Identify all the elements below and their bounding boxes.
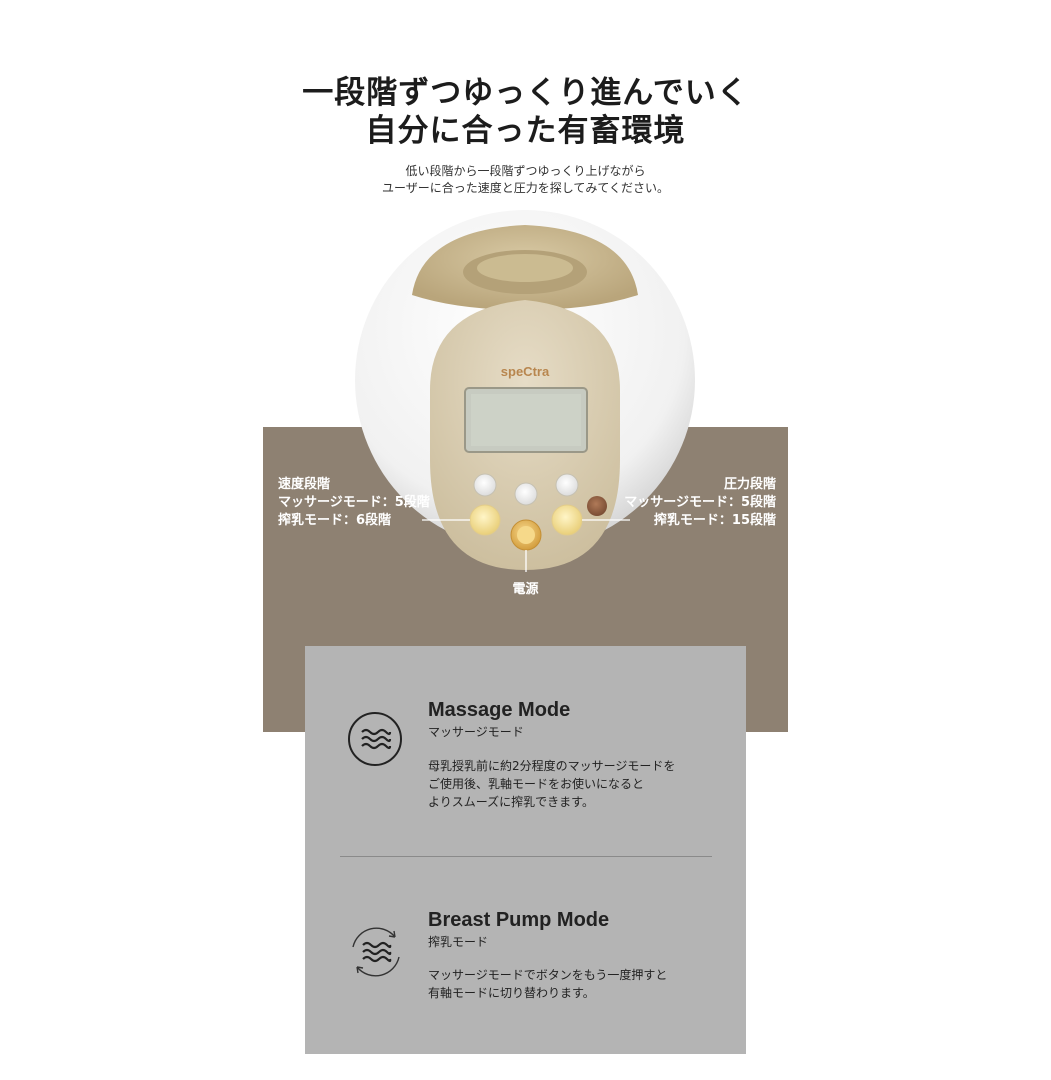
massage-mode-description: 母乳授乳前に約2分程度のマッサージモードを ご使用後、乳軸モードをお使いになると… bbox=[428, 757, 675, 811]
pressure-level-massage: マッサージモード：5段階 bbox=[624, 495, 776, 510]
pump-mode-description: マッサージモードでボタンをもう一度押すと 有軸モードに切り替わります。 bbox=[428, 966, 667, 1002]
speed-level-label: 速度段階 マッサージモード：5段階 搾乳モード：6段階 bbox=[278, 476, 430, 530]
speed-level-massage: マッサージモード：5段階 bbox=[278, 495, 430, 510]
pump-desc-line-1: マッサージモードでボタンをもう一度押すと bbox=[428, 968, 668, 982]
massage-desc-line-2: ご使用後、乳軸モードをお使いになると bbox=[428, 777, 645, 791]
white-button-center bbox=[514, 482, 538, 506]
white-button-left bbox=[473, 473, 497, 497]
white-button-right bbox=[555, 473, 579, 497]
power-label: 電源 bbox=[512, 582, 539, 597]
massage-desc-line-3: よりスムーズに搾乳できます。 bbox=[428, 795, 594, 809]
pump-mode-subtitle: 搾乳モード bbox=[428, 935, 489, 949]
pressure-dial bbox=[551, 504, 583, 536]
title-line-1: 一段階ずつゆっくり進んでいく bbox=[302, 75, 749, 111]
pressure-level-pump: 搾乳モード：15段階 bbox=[653, 513, 776, 528]
waves-icon bbox=[348, 712, 402, 766]
massage-mode-subtitle: マッサージモード bbox=[428, 725, 524, 739]
brown-button bbox=[587, 496, 607, 516]
subtitle-line-2: ユーザーに合った速度と圧力を探してみてください。 bbox=[381, 181, 670, 195]
massage-mode-title: Massage Mode bbox=[428, 699, 571, 721]
brand-logo: speCtra bbox=[501, 364, 550, 379]
breast-pump-device: speCtra bbox=[355, 210, 695, 572]
pump-desc-line-2: 有軸モードに切り替わります。 bbox=[428, 986, 595, 1000]
speed-dial bbox=[469, 504, 501, 536]
pressure-level-title: 圧力段階 bbox=[723, 477, 776, 492]
title-line-2: 自分に合った有畜環境 bbox=[365, 113, 686, 149]
page-subtitle: 低い段階から一段階ずつゆっくり上げながら ユーザーに合った速度と圧力を探してみて… bbox=[0, 163, 1051, 197]
card-divider bbox=[340, 856, 712, 857]
massage-desc-line-1: 母乳授乳前に約2分程度のマッサージモードを bbox=[428, 759, 676, 773]
page-title: 一段階ずつゆっくり進んでいく 自分に合った有畜環境 bbox=[0, 74, 1051, 150]
subtitle-line-1: 低い段階から一段階ずつゆっくり上げながら bbox=[405, 164, 646, 178]
speed-level-pump: 搾乳モード：6段階 bbox=[278, 513, 392, 528]
speed-level-title: 速度段階 bbox=[278, 477, 331, 492]
pump-mode-title: Breast Pump Mode bbox=[428, 909, 610, 931]
cycle-waves-icon bbox=[352, 927, 400, 977]
pressure-level-label: 圧力段階 マッサージモード：5段階 搾乳モード：15段階 bbox=[624, 476, 776, 530]
